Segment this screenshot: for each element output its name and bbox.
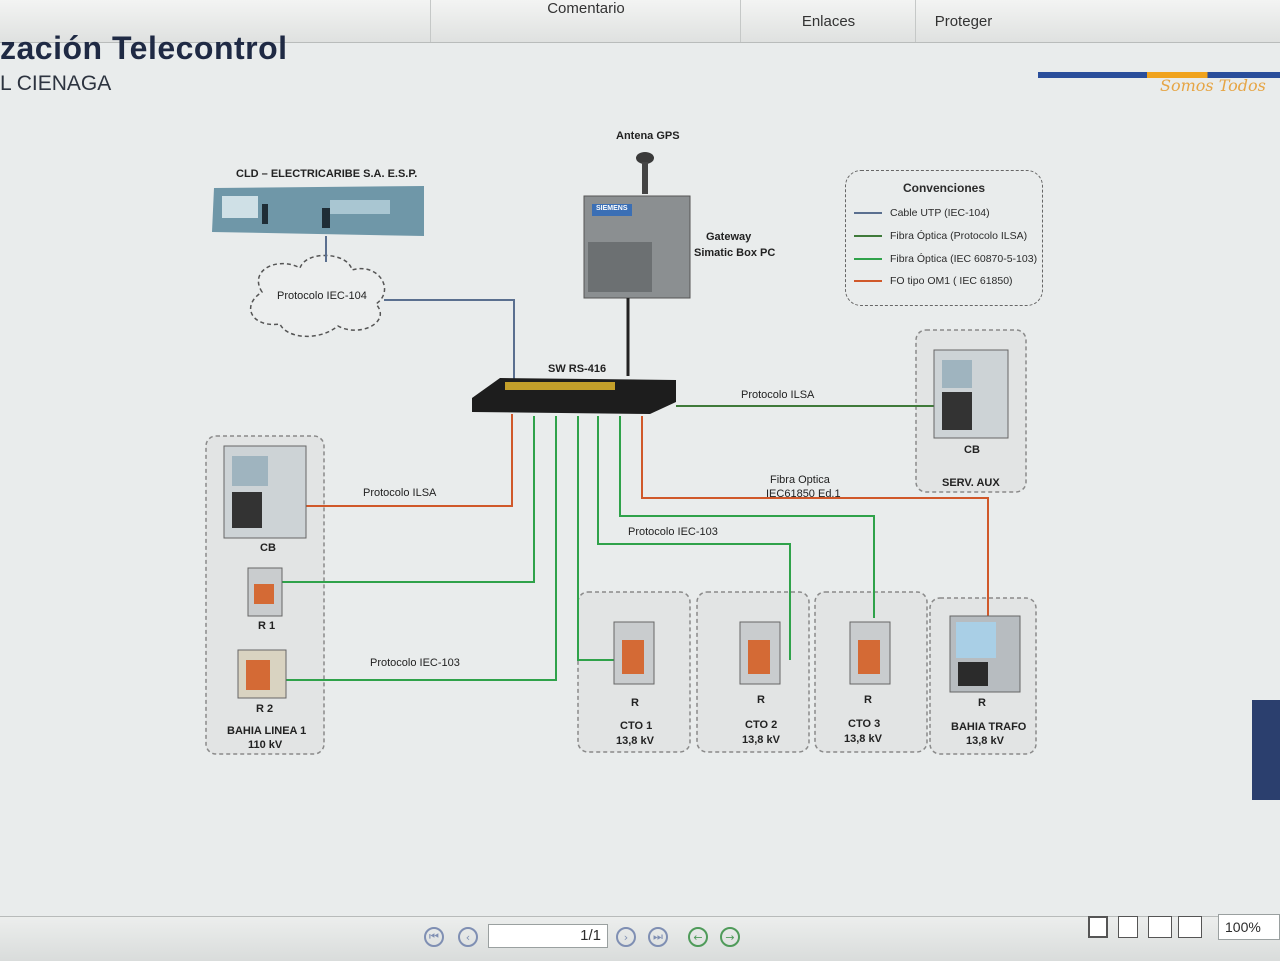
bay1-kv-label: 110 kV: [248, 739, 283, 751]
link-ilsa-cb-label: Protocolo ILSA: [363, 487, 437, 499]
forward-view-icon[interactable]: →: [720, 927, 740, 947]
tab-proteger[interactable]: Proteger: [915, 0, 1011, 42]
relay-cto3: [849, 621, 891, 685]
link-ilsa-aux-label: Protocolo ILSA: [741, 389, 815, 401]
continuous-facing-icon[interactable]: [1178, 916, 1202, 938]
siemens-brand: SIEMENS: [596, 205, 628, 212]
legend-box: Convenciones Cable UTP (IEC-104) Fibra Ó…: [845, 170, 1043, 306]
legend-label: Fibra Óptica (Protocolo ILSA): [890, 230, 1028, 242]
legend-label: FO tipo OM1 ( IEC 61850): [890, 275, 1013, 287]
facing-page-icon[interactable]: [1148, 916, 1172, 938]
tab-enlaces[interactable]: Enlaces: [740, 0, 916, 42]
switch-device: [472, 378, 676, 414]
trafo-name-label: BAHIA TRAFO: [951, 721, 1027, 733]
switch-label: SW RS-416: [548, 363, 607, 375]
cto1-kv-label: 13,8 kV: [616, 735, 654, 747]
relay-aux-cb: [933, 349, 1009, 439]
relay-bay1-cb: [223, 445, 307, 539]
cto3-r-label: R: [864, 694, 872, 706]
gateway-model-label: Simatic Box PC: [694, 247, 776, 259]
continuous-page-icon[interactable]: [1118, 916, 1138, 938]
link-iec103-r2-label: Protocolo IEC-103: [370, 657, 460, 669]
legend-swatch: [854, 212, 882, 214]
gateway-device: [583, 195, 691, 299]
bay1-name-label: BAHIA LINEA 1: [227, 725, 307, 737]
bottom-navigation-bar: [0, 916, 1280, 961]
aux-name-label: SERV. AUX: [942, 477, 1000, 489]
gps-antenna: [636, 152, 654, 194]
trafo-kv-label: 13,8 kV: [966, 735, 1004, 747]
tab-comentario[interactable]: Comentario: [430, 0, 741, 42]
bay1-r1-label: R 1: [258, 620, 276, 632]
first-page-icon[interactable]: ⏮: [424, 927, 444, 947]
cto2-kv-label: 13,8 kV: [742, 734, 780, 746]
single-page-icon[interactable]: [1088, 916, 1108, 938]
page-number-field[interactable]: 1/1: [488, 924, 608, 948]
cto2-r-label: R: [757, 694, 765, 706]
side-panel-edge: [1252, 700, 1280, 800]
link-fibra-label: Fibra Optica: [770, 474, 830, 486]
page-title: zación Telecontrol: [0, 30, 288, 66]
relay-bay1-r1: [247, 567, 283, 617]
cto3-name-label: CTO 3: [848, 718, 881, 730]
legend-item: Cable UTP (IEC-104): [854, 205, 990, 221]
aux-cb-label: CB: [964, 444, 980, 456]
brand-slogan: Somos Todos: [1160, 76, 1266, 95]
cld-label: CLD – ELECTRICARIBE S.A. E.S.P.: [236, 168, 418, 180]
relay-trafo: [949, 615, 1021, 693]
cto3-kv-label: 13,8 kV: [844, 733, 882, 745]
legend-swatch: [854, 235, 882, 237]
legend-title: Convenciones: [902, 181, 986, 195]
link-iec103-cto-label: Protocolo IEC-103: [628, 526, 718, 538]
last-page-icon[interactable]: ⏭: [648, 927, 668, 947]
legend-label: Cable UTP (IEC-104): [890, 207, 990, 219]
back-view-icon[interactable]: ←: [688, 927, 708, 947]
relay-cto2: [739, 621, 781, 685]
link-fibra-std-label: IEC61850 Ed.1: [766, 488, 841, 500]
relay-bay1-r2: [237, 649, 287, 699]
cto2-name-label: CTO 2: [745, 719, 778, 731]
legend-swatch: [854, 280, 882, 282]
legend-swatch: [854, 258, 882, 260]
next-page-icon[interactable]: ›: [616, 927, 636, 947]
legend-item: Fibra Óptica (Protocolo ILSA): [854, 228, 1027, 244]
trafo-r-label: R: [978, 697, 986, 709]
top-toolbar: Comentario Enlaces Proteger: [0, 0, 1280, 43]
page-subtitle: L CIENAGA: [0, 72, 112, 95]
cloud-shape: [249, 254, 386, 338]
legend-item: Fibra Óptica (IEC 60870-5-103): [854, 251, 1037, 267]
control-room-image: [212, 186, 424, 236]
relay-cto1: [613, 621, 655, 685]
cto1-name-label: CTO 1: [620, 720, 653, 732]
gateway-label: Gateway: [706, 231, 752, 243]
legend-item: FO tipo OM1 ( IEC 61850): [854, 273, 1013, 289]
brand-stripe: [1038, 72, 1280, 78]
prev-page-icon[interactable]: ‹: [458, 927, 478, 947]
zoom-field[interactable]: 100%: [1218, 914, 1280, 940]
cto1-r-label: R: [631, 697, 639, 709]
bay1-cb-label: CB: [260, 542, 276, 554]
gps-label: Antena GPS: [616, 130, 680, 142]
cloud-label: Protocolo IEC-104: [277, 290, 367, 302]
legend-label: Fibra Óptica (IEC 60870-5-103): [890, 253, 1038, 265]
bay1-r2-label: R 2: [256, 703, 274, 715]
